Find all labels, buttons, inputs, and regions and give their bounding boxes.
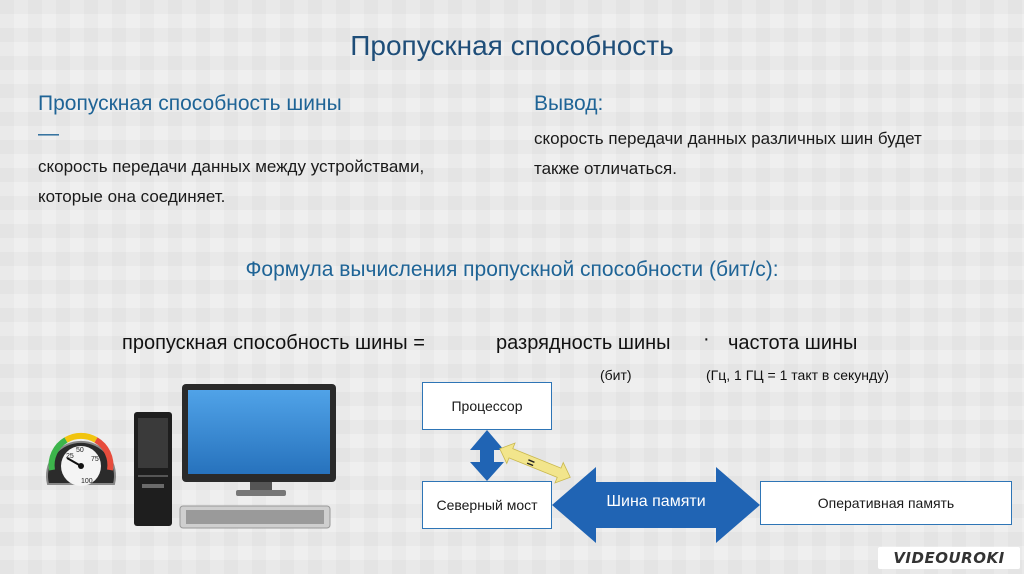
conclusion-heading: Вывод: [534, 92, 604, 115]
vertical-double-arrow [470, 430, 504, 481]
ram-box: Оперативная память [760, 481, 1012, 525]
memory-bus-arrow [552, 467, 760, 543]
videouroki-logo: VIDEOUROKI [878, 547, 1020, 569]
formula-unit-hertz: (Гц, 1 ГЦ = 1 такт в секунду) [706, 367, 889, 383]
definition-heading: Пропускная способность шины [38, 92, 342, 115]
keyboard-icon [179, 505, 331, 529]
monitor-icon [182, 384, 336, 496]
processor-label: Процессор [451, 398, 523, 414]
processor-box: Процессор [422, 382, 552, 430]
pc-tower-icon [134, 412, 172, 526]
formula-term-bus-frequency: частота шины [728, 332, 858, 354]
conclusion-body: скорость передачи данных различных шин б… [534, 129, 922, 178]
slide-title: Пропускная способность [350, 30, 674, 61]
gauge-tick-75: 75 [91, 456, 99, 463]
speedometer-icon: 25 50 75 100 [46, 432, 116, 486]
computer-illustration [134, 384, 336, 529]
definition-dash: — [38, 122, 59, 145]
definition-body: скорость передачи данных между устройств… [38, 157, 425, 206]
formula-left: пропускная способность шины = [122, 332, 425, 354]
gauge-tick-100: 100 [81, 478, 93, 485]
formula-heading: Формула вычисления пропускной способност… [245, 258, 779, 281]
formula-multiply-dot: · [703, 328, 710, 350]
formula-term-bus-width: разрядность шины [496, 332, 671, 354]
north-bridge-label: Северный мост [436, 497, 538, 513]
gauge-tick-25: 25 [66, 453, 74, 460]
north-bridge-box: Северный мост [422, 481, 552, 529]
gauge-tick-50: 50 [76, 447, 84, 454]
equals-arrow [499, 442, 571, 484]
memory-bus-label: Шина памяти [606, 493, 706, 510]
ram-label: Оперативная память [817, 495, 955, 511]
formula-unit-bits: (бит) [600, 367, 632, 383]
